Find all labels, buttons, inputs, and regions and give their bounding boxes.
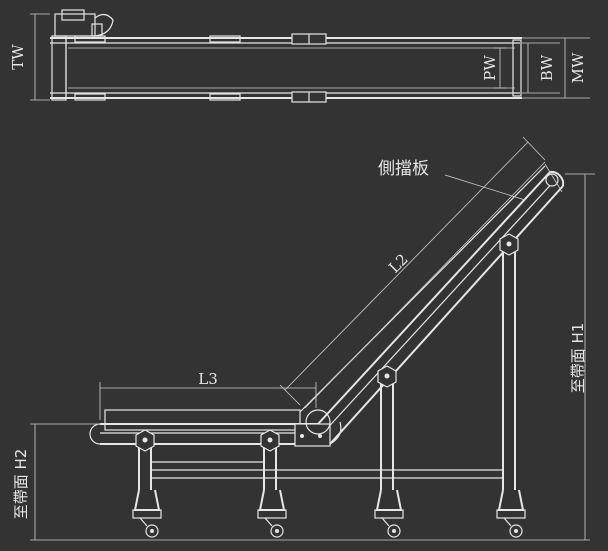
tw-label: TW — [9, 44, 27, 70]
h1-label: 至帶面 H1 — [569, 323, 587, 394]
side-view — [30, 136, 595, 541]
pw-label: PW — [481, 55, 499, 81]
h2-label: 至帶面 H2 — [12, 449, 30, 520]
l3-label: L3 — [198, 370, 218, 388]
mw-label: MW — [569, 52, 587, 83]
side-guard-label: 側擋板 — [378, 159, 429, 179]
bw-label: BW — [538, 54, 556, 81]
caster — [132, 489, 526, 538]
joint-hex — [135, 233, 519, 452]
plan-view — [30, 9, 590, 103]
l2-label: L2 — [385, 250, 412, 277]
